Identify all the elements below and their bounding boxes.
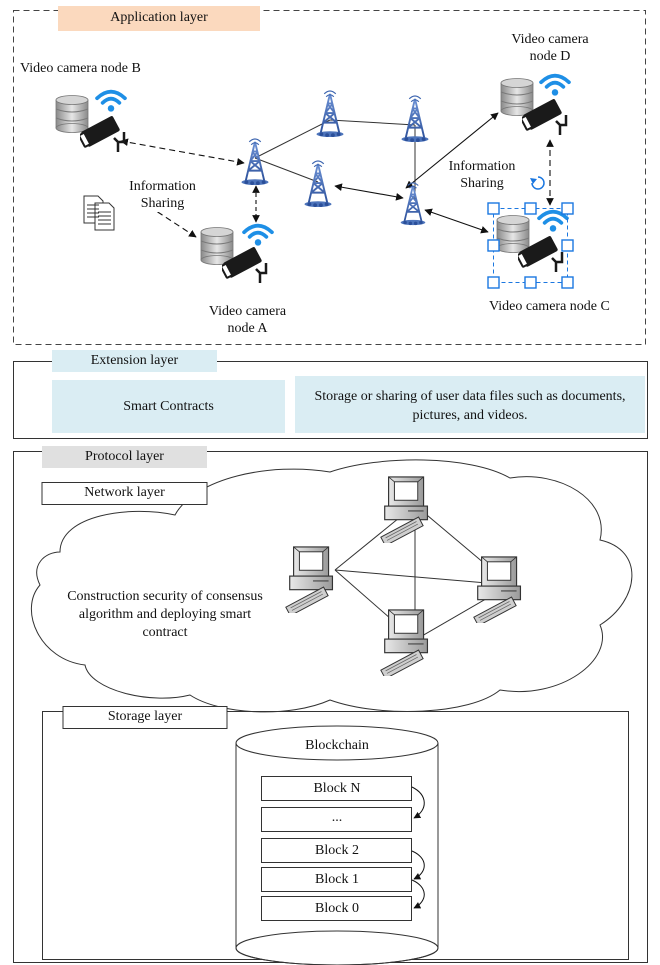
block-ellipsis bbox=[261, 807, 412, 832]
storage-sharing-label: Storage or sharing of user data files su… bbox=[314, 389, 626, 423]
node-b-label: Video camera node B bbox=[20, 61, 141, 76]
block-n bbox=[261, 776, 412, 801]
network-layer-title: Network layer bbox=[84, 485, 165, 500]
storage-layer-title-box bbox=[62, 706, 228, 729]
storage-sharing-box bbox=[295, 376, 645, 433]
block-n-label: Block N bbox=[313, 781, 361, 796]
application-layer-title: Application layer bbox=[110, 10, 208, 25]
protocol-layer-title: Protocol layer bbox=[85, 449, 164, 464]
storage-layer-title: Storage layer bbox=[107, 709, 183, 724]
rotate-arrowhead-icon bbox=[530, 178, 537, 184]
selection-box[interactable] bbox=[487, 202, 574, 289]
smart-contracts-label: Smart Contracts bbox=[123, 399, 214, 414]
extension-layer-title: Extension layer bbox=[90, 353, 179, 368]
database-icon bbox=[496, 215, 530, 253]
wifi-icon bbox=[539, 73, 571, 98]
cloud-text: Construction security of consensus algor… bbox=[67, 589, 263, 640]
wifi-icon bbox=[537, 209, 569, 234]
network-layer-title-box bbox=[41, 482, 208, 505]
application-layer-frame bbox=[13, 10, 646, 345]
wifi-icon bbox=[95, 89, 127, 114]
block-2 bbox=[261, 838, 412, 863]
extension-layer-frame bbox=[13, 361, 648, 439]
tower-icon bbox=[399, 182, 427, 226]
database-icon bbox=[500, 78, 534, 116]
block-2-label: Block 2 bbox=[315, 843, 359, 858]
block-link-arrows bbox=[411, 786, 425, 909]
block-1-label: Block 1 bbox=[315, 872, 359, 887]
block-1 bbox=[261, 867, 412, 892]
tower-icon bbox=[315, 90, 345, 138]
document-icon bbox=[83, 195, 115, 231]
database-icon bbox=[55, 95, 89, 133]
rotate-icon[interactable] bbox=[531, 176, 545, 190]
blockchain-title: Blockchain bbox=[305, 738, 369, 753]
block-0 bbox=[261, 896, 412, 921]
protocol-layer-title-bg bbox=[42, 446, 207, 468]
database-icon bbox=[200, 227, 234, 265]
block-0-label: Block 0 bbox=[315, 901, 359, 916]
application-layer-title-bg bbox=[58, 6, 260, 31]
node-c-label: Video camera node C bbox=[489, 299, 610, 314]
tower-icon bbox=[303, 160, 333, 208]
wifi-icon bbox=[242, 223, 274, 248]
extension-layer-title-bg bbox=[52, 350, 217, 372]
smart-contracts-box bbox=[52, 380, 285, 433]
block-ellipsis-label: ... bbox=[331, 810, 343, 825]
